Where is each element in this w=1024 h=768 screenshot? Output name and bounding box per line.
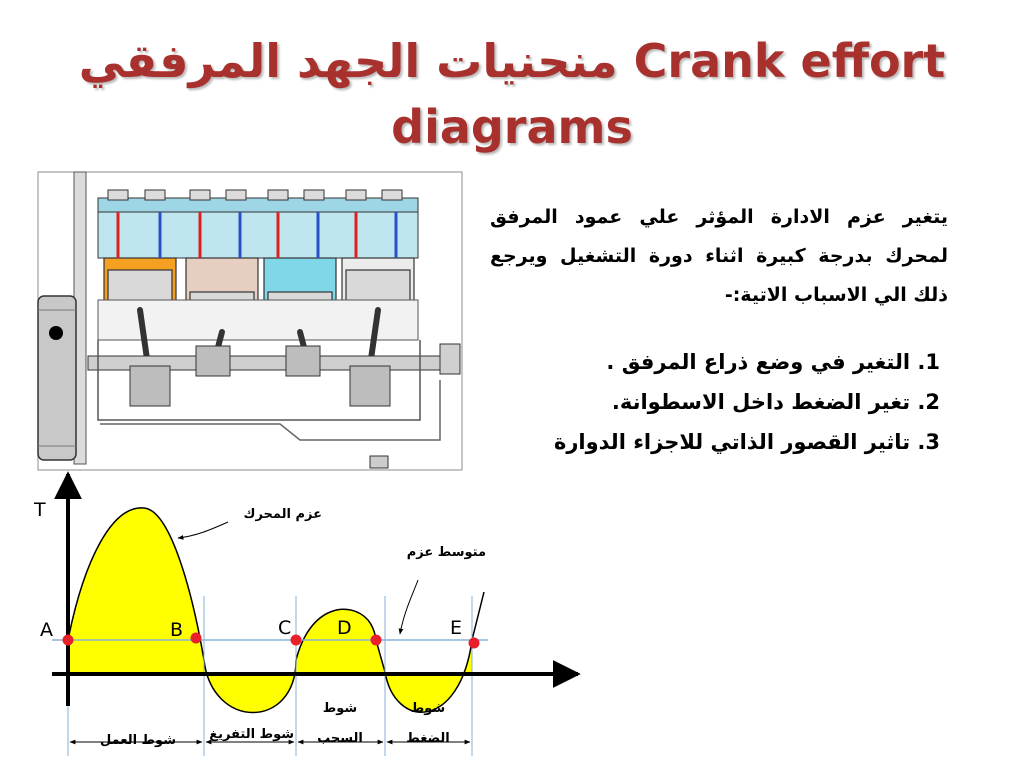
title-line-2: diagrams	[391, 100, 633, 154]
stroke-label-compression-1: شوط	[411, 701, 445, 716]
stroke-label-power: شوط العمل	[100, 733, 176, 748]
crank-effort-diagram: T A B C D E عزم المحرك متوسط عزم شوط الع…	[33, 471, 581, 756]
point-markers	[62, 632, 480, 649]
reason-item: 1. التغير في وضع ذراع المرفق .	[606, 350, 940, 374]
torque-curve-fill	[68, 507, 472, 713]
point-label-e: E	[450, 617, 462, 639]
axis-label-t: T	[33, 499, 46, 521]
reason-item: 2. تغير الضغط داخل الاسطوانة.	[611, 390, 940, 414]
flywheel	[37, 295, 77, 461]
stroke-label-intake-2: السحب	[317, 731, 363, 746]
torque-curve	[67, 507, 485, 714]
reason-item: 3. تاثير القصور الذاتي للاجزاء الدوارة	[553, 430, 940, 454]
point-label-b: B	[170, 619, 183, 641]
engine-illustration	[37, 171, 463, 471]
title-line-1: منحنيات الجهد المرفقي Crank effort	[78, 34, 946, 88]
point-label-d: D	[337, 617, 352, 639]
description-text: يتغير عزم الادارة المؤثر علي عمود المرفق…	[490, 206, 948, 306]
slide-title: منحنيات الجهد المرفقي Crank effort diagr…	[0, 28, 1024, 160]
engine-torque-label: عزم المحرك	[244, 507, 322, 522]
mean-torque-label: متوسط عزم	[407, 545, 486, 560]
stroke-label-compression-2: الضغط	[406, 731, 449, 746]
reasons-list: 1. التغير في وضع ذراع المرفق . 2. تغير ا…	[480, 342, 940, 462]
stroke-label-exhaust: شوط التفريغ	[209, 727, 294, 742]
point-label-c: C	[278, 617, 291, 639]
point-label-a: A	[40, 619, 53, 641]
stroke-label-intake-1: شوط	[323, 701, 357, 716]
